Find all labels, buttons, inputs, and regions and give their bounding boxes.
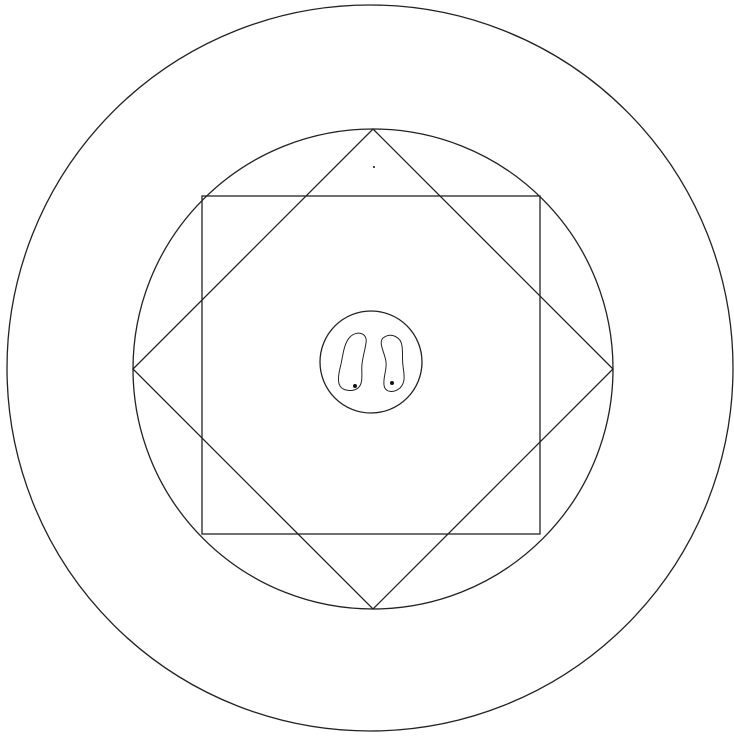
middle-circle [133,129,613,609]
top-point-marker [373,166,375,168]
center-circle [320,311,422,413]
right-foot-dot [390,381,394,385]
left-foot-dot [353,384,357,388]
inner-diamond [133,129,613,609]
outer-circle [7,5,733,731]
inner-square [202,196,540,534]
left-footprint [338,333,366,390]
